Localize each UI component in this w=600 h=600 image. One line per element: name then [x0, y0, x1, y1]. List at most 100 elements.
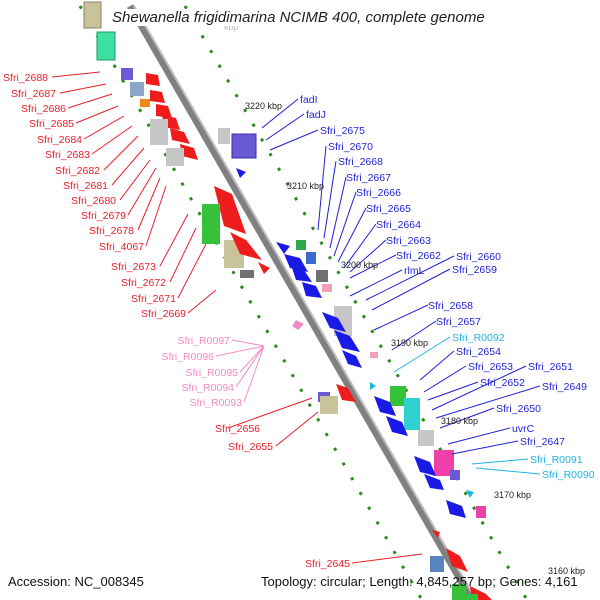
tick-label: 3180 kbp	[441, 416, 478, 426]
gene-arrow	[292, 268, 312, 282]
gene-label: Sfri_2657	[436, 316, 481, 328]
rna-feature	[370, 382, 376, 390]
inner-tick-track	[78, 5, 424, 600]
rna-label: Sfri_R0094	[181, 382, 234, 394]
gene-label: Sfri_2685	[29, 118, 74, 130]
gene-block	[306, 252, 316, 264]
left-rna-labels: Sfri_R0097 Sfri_R0096 Sfri_R0095 Sfri_R0…	[161, 335, 242, 409]
gene-block	[320, 396, 338, 414]
right-leader-lines	[261, 98, 541, 455]
outer-tick-track	[183, 5, 529, 600]
gene-block	[296, 240, 306, 250]
rna-label: Sfri_R0090	[542, 469, 595, 481]
right-gene-labels: fadI fadJ Sfri_2675 Sfri_2670 Sfri_2668 …	[300, 94, 595, 481]
rna-feature	[466, 490, 474, 498]
gene-label: Sfri_2675	[320, 125, 365, 137]
gene-label: Sfri_2652	[480, 377, 525, 389]
gene-label: Sfri_2660	[456, 251, 501, 263]
gene-arrow	[386, 416, 408, 436]
gene-label: Sfri_2663	[386, 235, 431, 247]
gene-arrow	[342, 350, 362, 368]
gene-label: Sfri_2665	[366, 203, 411, 215]
gene-label: Sfri_2662	[396, 250, 441, 262]
gene-block	[434, 450, 454, 476]
gene-label: Sfri_2686	[21, 103, 66, 115]
genome-backbone-highlight	[133, 5, 477, 600]
rna-label: Sfri_R0091	[530, 454, 583, 466]
gene-block	[464, 594, 478, 600]
gene-block	[316, 270, 328, 282]
left-leader-lines	[51, 71, 423, 564]
right-rna-leader-lines	[393, 336, 541, 475]
gene-label: Sfri_2666	[356, 187, 401, 199]
gene-arrow	[432, 530, 440, 538]
gene-label: Sfri_2687	[11, 88, 56, 100]
gene-label: Sfri_2655	[228, 441, 273, 453]
gene-block	[404, 398, 420, 430]
gene-block	[390, 386, 406, 406]
genome-title: Shewanella frigidimarina NCIMB 400, comp…	[112, 9, 485, 26]
gene-arrow	[150, 90, 165, 103]
gene-label: Sfri_2673	[111, 261, 156, 273]
gene-label: uvrC	[512, 423, 535, 435]
tick-label: 3220 kbp	[245, 101, 282, 111]
gene-arrow	[180, 144, 198, 160]
reverse-strand-genes	[83, 1, 492, 600]
gene-block	[240, 270, 254, 278]
gene-label: Sfri_2664	[376, 219, 421, 231]
tick-label: 3200 kbp	[341, 260, 378, 270]
genome-summary-text: Topology: circular; Length: 4,845,257 bp…	[261, 574, 578, 589]
tick-label: 3190 kbp	[391, 338, 428, 348]
genome-backbone-axis	[126, 4, 476, 600]
gene-arrow	[322, 312, 346, 332]
gene-label: Sfri_2654	[456, 346, 501, 358]
gene-label: Sfri_2649	[542, 381, 587, 393]
gene-arrow	[146, 73, 160, 86]
gene-arrow	[258, 262, 270, 274]
gene-label: Sfri_2659	[452, 264, 497, 276]
rna-label: Sfri_R0092	[452, 332, 505, 344]
gene-label: Sfri_2682	[55, 165, 100, 177]
gene-arrow	[230, 232, 262, 260]
gene-label: Sfri_2668	[338, 156, 383, 168]
left-gene-labels: Sfri_2688 Sfri_2687 Sfri_2686 Sfri_2685 …	[3, 72, 186, 320]
gene-label: Sfri_2656	[215, 423, 260, 435]
gene-label: Sfri_2669	[141, 308, 186, 320]
gene-block	[83, 1, 102, 29]
gene-block	[166, 148, 184, 166]
gene-label: Sfri_2681	[63, 180, 108, 192]
gene-block	[476, 506, 486, 518]
gene-label: Sfri_2683	[45, 149, 90, 161]
gene-label: fadI	[300, 94, 318, 106]
gene-label: Sfri_2670	[328, 141, 373, 153]
gene-block	[140, 99, 150, 107]
gene-label: rlmL	[404, 265, 425, 277]
gene-arrow	[302, 282, 322, 298]
gene-block	[370, 352, 378, 358]
tick-labels: kbp 3220 kbp 3210 kbp 3200 kbp 3190 kbp …	[224, 4, 585, 576]
tick-label-partial: kbp	[224, 22, 239, 32]
gene-label: Sfri_2684	[37, 134, 82, 146]
tick-label-partial: 3160 kbp	[548, 566, 585, 576]
gene-label: Sfri_2667	[346, 172, 391, 184]
gene-block	[231, 133, 257, 159]
gene-block	[450, 470, 460, 480]
gene-block	[150, 119, 168, 145]
rna-label: Sfri_R0097	[177, 335, 230, 347]
rna-label: Sfri_R0096	[161, 351, 214, 363]
gene-block	[322, 284, 332, 292]
gene-arrow	[284, 254, 308, 272]
gene-block	[130, 82, 144, 96]
forward-strand-genes	[218, 128, 486, 600]
gene-arrow	[446, 548, 468, 572]
accession-text: Accession: NC_008345	[8, 574, 144, 589]
gene-arrow	[236, 168, 246, 178]
tick-label: 3210 kbp	[287, 181, 324, 191]
gene-arrow	[424, 474, 444, 490]
gene-block	[218, 128, 230, 144]
tick-label: 3170 kbp	[494, 490, 531, 500]
rna-label: Sfri_R0093	[189, 397, 242, 409]
gene-label: Sfri_2672	[121, 277, 166, 289]
gene-block	[96, 31, 116, 61]
